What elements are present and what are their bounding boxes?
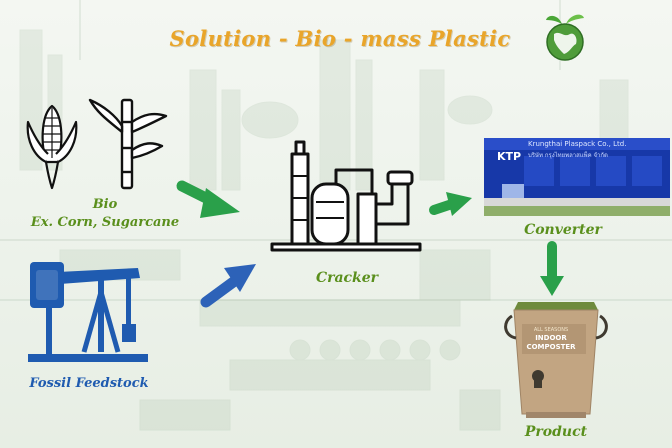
arrow-converter-to-product xyxy=(540,241,564,296)
bin-brand-line: ALL SEASONS xyxy=(533,327,569,333)
compost-bin-photo xyxy=(504,302,608,418)
converter-label: Converter xyxy=(524,222,602,238)
product-label: Product xyxy=(524,424,588,440)
bio-title: Bio xyxy=(92,197,118,212)
bio-examples: Ex. Corn, Sugarcane xyxy=(30,215,180,230)
bio-label: Bio Ex. Corn, Sugarcane xyxy=(20,196,190,232)
diagram-title: Solution - Bio - mass Plastic xyxy=(169,26,511,51)
fossil-label: Fossil Feedstock xyxy=(29,376,149,391)
arrow-fossil-to-cracker xyxy=(200,264,256,308)
arrow-bio-to-cracker xyxy=(176,180,240,218)
corn-icon xyxy=(26,104,78,190)
converter-company: Krungthai Plaspack Co., Ltd. xyxy=(528,140,627,148)
eco-globe-icon xyxy=(546,14,584,61)
factory-building-photo xyxy=(484,138,670,216)
cracker-label: Cracker xyxy=(315,270,379,286)
arrow-cracker-to-converter xyxy=(429,192,472,216)
converter-brand: KTP xyxy=(497,150,522,163)
sugarcane-icon xyxy=(88,98,168,190)
bin-title-line1: INDOOR xyxy=(535,334,567,342)
converter-company-thai: บริษัท กรุงไทยพลาสแพ็ค จำกัด xyxy=(528,152,608,159)
oil-pumpjack-icon xyxy=(28,262,148,362)
bin-title-line2: COMPOSTER xyxy=(526,343,576,351)
refinery-icon xyxy=(270,140,422,252)
